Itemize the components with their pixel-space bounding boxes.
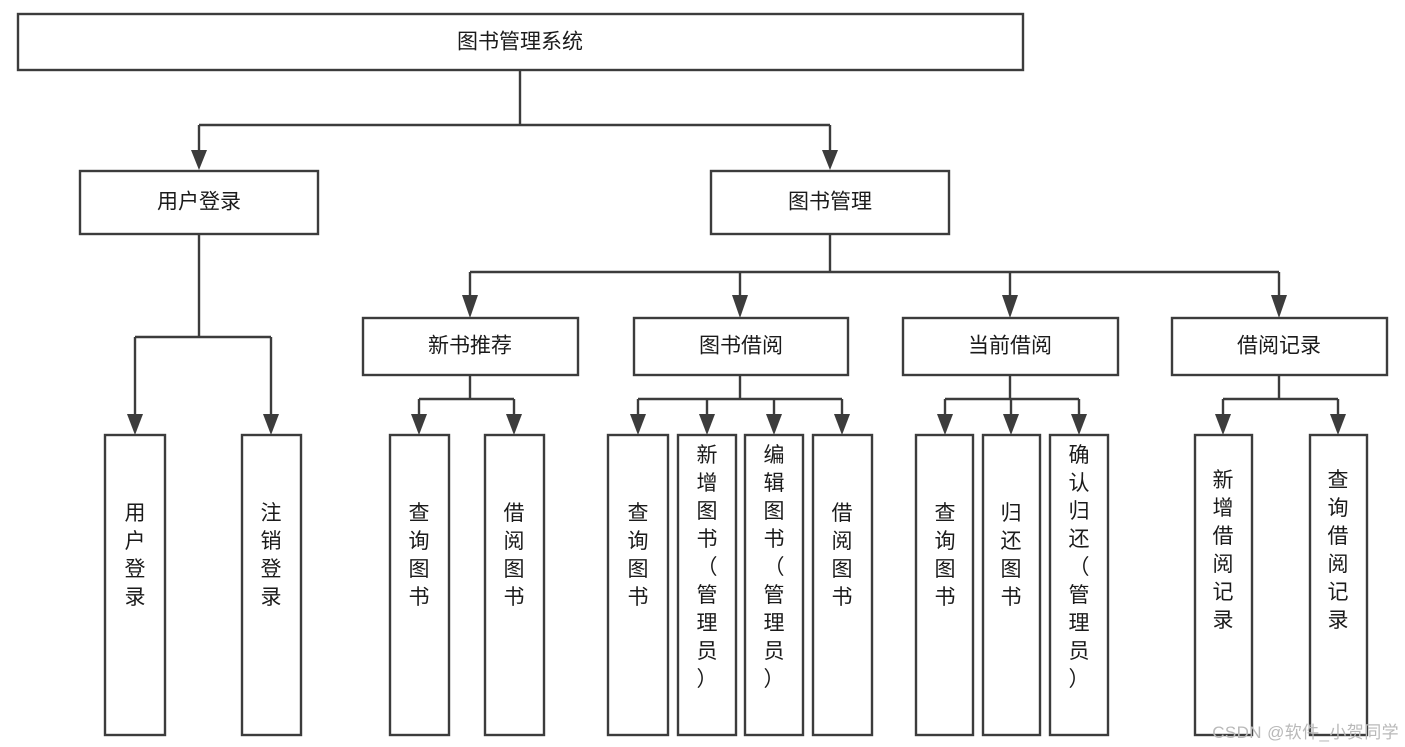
node-leaf-borrow-book-2-label: 借阅图书 <box>832 502 853 609</box>
node-leaf-confirm-return[interactable]: 确认归还（管理员） <box>1048 433 1110 737</box>
node-leaf-borrow-book-2[interactable]: 借阅图书 <box>811 433 874 737</box>
node-book-borrow-label: 图书借阅 <box>699 335 783 358</box>
node-new-book-recommend[interactable]: 新书推荐 <box>361 316 580 377</box>
node-root-label: 图书管理系统 <box>457 31 583 54</box>
node-leaf-query-book-2-label: 查询图书 <box>628 502 649 609</box>
node-leaf-add-record-label: 新增借阅记录 <box>1213 469 1234 632</box>
node-borrow-record-label: 借阅记录 <box>1237 335 1321 358</box>
node-leaf-logout-login[interactable]: 注销登录 <box>240 433 303 737</box>
node-leaf-query-record[interactable]: 查询借阅记录 <box>1308 433 1369 737</box>
node-leaf-query-book-3[interactable]: 查询图书 <box>914 433 975 737</box>
node-leaf-return-book[interactable]: 归还图书 <box>981 433 1042 737</box>
node-user-login-label: 用户登录 <box>157 191 241 214</box>
node-leaf-edit-book-label: 编辑图书（管理员） <box>764 444 785 691</box>
csdn-watermark: CSDN @软件_小贺同学 <box>1212 723 1399 742</box>
node-leaf-query-book-1-label: 查询图书 <box>409 502 430 609</box>
node-leaf-user-login[interactable]: 用户登录 <box>103 433 167 737</box>
node-book-manage-label: 图书管理 <box>788 191 872 214</box>
node-leaf-add-book[interactable]: 新增图书（管理员） <box>676 433 738 737</box>
connector-borrowrecord-to-leaves <box>1215 375 1346 435</box>
node-leaf-borrow-book-1-label: 借阅图书 <box>504 502 525 609</box>
node-new-book-recommend-label: 新书推荐 <box>428 335 512 358</box>
node-leaf-add-record[interactable]: 新增借阅记录 <box>1193 433 1254 737</box>
node-current-borrow-label: 当前借阅 <box>968 335 1052 358</box>
node-borrow-record[interactable]: 借阅记录 <box>1170 316 1389 377</box>
node-book-manage[interactable]: 图书管理 <box>709 169 951 236</box>
node-leaf-borrow-book-1[interactable]: 借阅图书 <box>483 433 546 737</box>
node-leaf-user-login-label: 用户登录 <box>125 502 146 609</box>
node-root[interactable]: 图书管理系统 <box>16 12 1025 72</box>
node-leaf-edit-book[interactable]: 编辑图书（管理员） <box>743 433 805 737</box>
connector-currentborrow-to-leaves <box>937 375 1087 435</box>
connector-bookborrow-to-leaves <box>630 375 850 435</box>
node-current-borrow[interactable]: 当前借阅 <box>901 316 1120 377</box>
node-leaf-logout-login-label: 注销登录 <box>261 502 282 609</box>
node-book-borrow[interactable]: 图书借阅 <box>632 316 850 377</box>
connector-newbook-to-leaves <box>411 375 522 435</box>
node-leaf-query-book-1[interactable]: 查询图书 <box>388 433 451 737</box>
node-leaf-query-book-2[interactable]: 查询图书 <box>606 433 670 737</box>
connector-root-to-level2 <box>191 70 838 170</box>
node-leaf-query-book-3-label: 查询图书 <box>935 502 956 609</box>
node-leaf-query-record-label: 查询借阅记录 <box>1328 469 1349 632</box>
connector-userlogin-to-leaves <box>127 234 279 435</box>
node-leaf-return-book-label: 归还图书 <box>1001 502 1022 609</box>
connector-bookmanage-to-level3 <box>462 234 1287 318</box>
node-leaf-confirm-return-label: 确认归还（管理员） <box>1069 444 1090 691</box>
node-leaf-add-book-label: 新增图书（管理员） <box>697 444 718 691</box>
node-user-login[interactable]: 用户登录 <box>78 169 320 236</box>
